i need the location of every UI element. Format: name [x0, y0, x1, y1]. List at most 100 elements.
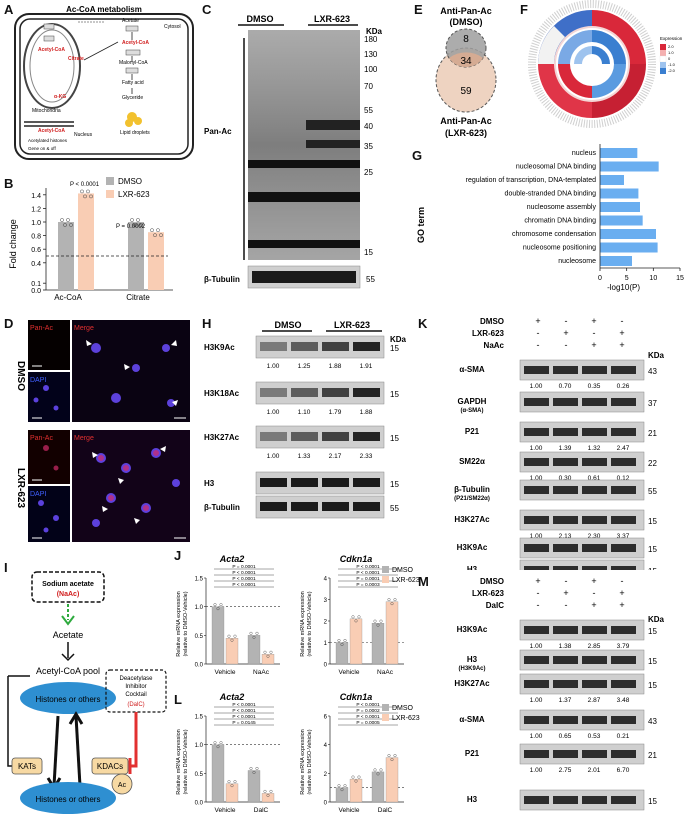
- blot-marker: 22: [648, 459, 657, 468]
- blot-band: [553, 716, 578, 724]
- blot-quant: 0.65: [559, 733, 572, 740]
- mini-dot: [255, 766, 259, 770]
- panel-label-e: E: [414, 2, 423, 17]
- blot-quant: 2.01: [588, 767, 601, 774]
- blot-band: [582, 366, 607, 374]
- panel-label-i: I: [4, 560, 8, 575]
- b-ytick: 1.2: [31, 206, 41, 213]
- blot-quant: 1.00: [530, 767, 543, 774]
- cond-label: DMSO: [480, 317, 504, 326]
- cond-sign: +: [619, 600, 624, 610]
- blot-band: [582, 656, 607, 664]
- mini-legend-swatch: [382, 566, 389, 573]
- mini-bar: [261, 654, 275, 665]
- label-acetylcoa-1: Acetyl-CoA: [38, 47, 65, 53]
- h-band: [353, 388, 380, 397]
- blot-row-label: P21: [465, 427, 480, 436]
- blot-band: [611, 796, 636, 804]
- mini-bar: [385, 757, 399, 803]
- blot-marker: 15: [648, 567, 657, 570]
- cond-sign: +: [563, 328, 568, 338]
- d-stain-dapi-2: DAPI: [30, 491, 46, 498]
- mini-ytick: 0.0: [195, 801, 204, 807]
- h-quant: 1.00: [267, 409, 280, 416]
- blot-row-label: H3K9Ac: [457, 543, 488, 552]
- blot-quant: 6.70: [617, 767, 630, 774]
- blot-row-label: H3: [467, 565, 478, 570]
- b-cat-2: Citrate: [126, 293, 150, 302]
- h-blot-strip: [255, 425, 385, 449]
- label-glyceride: Glyceride: [122, 95, 143, 101]
- i-kats: KATs: [18, 762, 36, 771]
- h-band: [291, 478, 318, 487]
- mini-ytick: 2: [324, 772, 328, 778]
- c-marker-55: 55: [364, 106, 373, 115]
- mini-dot: [337, 638, 341, 642]
- blot-quant: 3.79: [617, 643, 630, 650]
- cond-sign: -: [593, 328, 596, 338]
- panel-a-cytosol: Cytosol: [164, 24, 181, 30]
- cond-sign: -: [621, 316, 624, 326]
- blot-row-label: H3: [467, 795, 478, 804]
- blot-band: [611, 716, 636, 724]
- blot-band: [582, 680, 607, 688]
- g-term-label: nucleosomal DNA binding: [516, 164, 596, 171]
- blot-band: [611, 544, 636, 552]
- h-band: [353, 478, 380, 487]
- g-term-label: chromosome condensation: [512, 231, 596, 238]
- h-blot-strip: [255, 495, 385, 519]
- mini-ylabel-2: (relative to DMSO-Vehicle): [307, 729, 313, 794]
- blot-marker: 37: [648, 399, 657, 408]
- blot-quant: 3.37: [617, 533, 630, 540]
- blot-band: [553, 516, 578, 524]
- label-citrate: Citrate: [68, 56, 84, 62]
- mini-dot: [249, 766, 253, 770]
- g-term-label: nucleosome: [558, 258, 596, 265]
- mini-legend-lxr: LXR-623: [392, 715, 420, 722]
- g-xlabel: -log10(P): [607, 283, 640, 292]
- mini-bar: [349, 778, 363, 803]
- b-legend-swatch-lxr: [106, 190, 114, 198]
- h-quant: 1.91: [360, 363, 373, 370]
- h-band: [291, 502, 318, 511]
- cond-sign: +: [619, 328, 624, 338]
- mini-dot: [373, 619, 377, 623]
- g-xtick: 0: [598, 275, 602, 282]
- label-lipid: Lipid droplets: [120, 130, 150, 136]
- h-row-label: H3K27Ac: [204, 433, 240, 442]
- c-group-dmso: DMSO: [247, 14, 274, 24]
- mini-dot: [393, 754, 397, 758]
- g-bar: [600, 229, 656, 239]
- blot-quant: 1.00: [530, 383, 543, 390]
- h-band: [260, 342, 287, 351]
- blot-quant: 0.21: [617, 733, 630, 740]
- g-bar: [600, 202, 640, 212]
- g-bar: [600, 175, 624, 185]
- h-quant: 1.25: [298, 363, 311, 370]
- c-marker-25: 25: [364, 168, 373, 177]
- mini-dot: [337, 784, 341, 788]
- mini-ytick: 6: [324, 715, 328, 721]
- h-band: [260, 388, 287, 397]
- mini-dot: [266, 793, 270, 797]
- h-quant: 1.10: [298, 409, 311, 416]
- b-dot: [136, 218, 140, 222]
- mini-dot: [343, 638, 347, 642]
- panel-label-a: A: [4, 2, 14, 17]
- mini-legend-dmso: DMSO: [392, 567, 414, 574]
- blot-row-label: α-SMA: [459, 715, 485, 724]
- panel-label-k: K: [418, 316, 428, 331]
- blot-band: [611, 680, 636, 688]
- h-row-label: H3: [204, 479, 215, 488]
- b-dot: [139, 223, 143, 227]
- e-count-top: 8: [463, 34, 469, 45]
- mini-dot: [354, 779, 358, 783]
- blot-band: [611, 428, 636, 436]
- mini-dot: [252, 770, 256, 774]
- blot-quant: 3.48: [617, 697, 630, 704]
- mini-cat: NaAc: [377, 669, 394, 676]
- blot-quant: 2.85: [588, 643, 601, 650]
- mini-dot: [263, 650, 267, 654]
- cond-label: NaAc: [484, 341, 505, 350]
- mini-ytick: 0.5: [195, 772, 204, 778]
